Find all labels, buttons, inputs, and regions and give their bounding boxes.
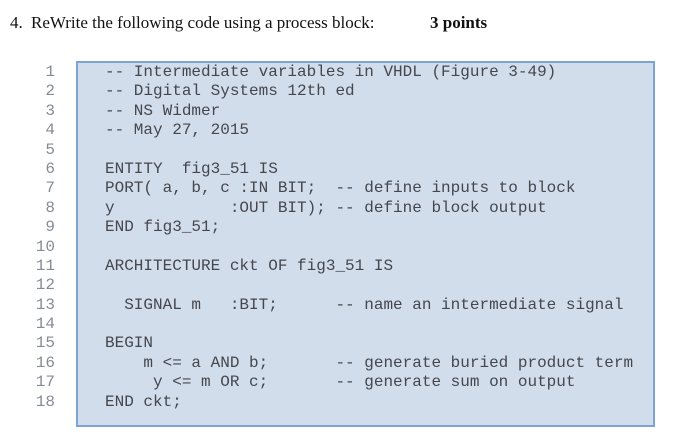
code-line (105, 238, 665, 257)
line-number: 16 (35, 353, 55, 372)
code-line: ARCHITECTURE ckt OF fig3_51 IS (105, 256, 394, 275)
code-line (105, 276, 665, 295)
line-number: 11 (35, 256, 55, 275)
question-text: ReWrite the following code using a proce… (31, 13, 375, 32)
line-number: 1 (45, 63, 55, 81)
line-number: 5 (45, 140, 55, 159)
code-listing: -- Intermediate variables in VHDL (Figur… (105, 63, 665, 412)
points-label: 3 points (430, 13, 488, 32)
code-line: -- Intermediate variables in VHDL (Figur… (105, 63, 557, 81)
code-line: ENTITY fig3_51 IS (105, 159, 278, 178)
line-number: 12 (35, 276, 55, 295)
line-number: 2 (45, 82, 55, 101)
line-number: 18 (35, 392, 55, 411)
line-number: 9 (45, 218, 55, 237)
line-number: 8 (45, 198, 55, 217)
code-line (105, 315, 665, 334)
line-number: 10 (35, 237, 55, 256)
line-number: 14 (35, 315, 55, 334)
line-number: 6 (45, 159, 55, 178)
line-number: 7 (45, 179, 55, 198)
line-number: 4 (45, 121, 55, 140)
line-number: 17 (35, 373, 55, 392)
code-line: SIGNAL m :BIT; -- name an intermediate s… (105, 295, 624, 314)
code-panel (76, 61, 655, 427)
code-line: -- Digital Systems 12th ed (105, 82, 355, 101)
line-number: 15 (35, 334, 55, 353)
code-line: BEGIN (105, 334, 154, 353)
line-number: 13 (35, 295, 55, 314)
code-line: END fig3_51; (105, 218, 221, 237)
code-line (105, 141, 665, 160)
code-line: y :OUT BIT); -- define block output (105, 198, 547, 217)
code-line: -- NS Widmer (105, 101, 221, 120)
code-line: END ckt; (105, 392, 182, 411)
line-number: 3 (45, 101, 55, 120)
code-line: -- May 27, 2015 (105, 121, 250, 140)
code-line: m <= a AND b; -- generate buried product… (105, 353, 634, 372)
line-number-gutter: 1 2 3 4 5 6 7 8 9 10 11 12 13 14 15 16 1… (0, 63, 55, 412)
question-row: 4. ReWrite the following code using a pr… (0, 12, 678, 34)
code-line: y <= m OR c; -- generate sum on output (105, 373, 576, 392)
code-line: PORT( a, b, c :IN BIT; -- define inputs … (105, 179, 576, 198)
question-number: 4. (10, 13, 23, 32)
